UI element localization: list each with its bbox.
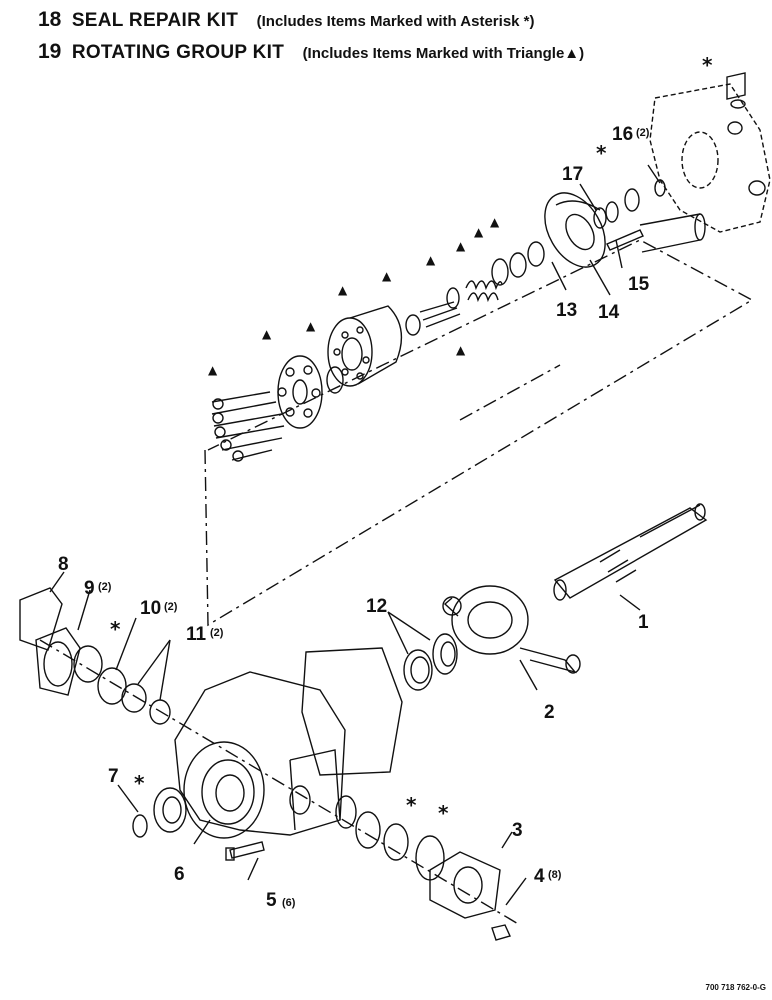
quantity-9: (2) — [98, 581, 112, 593]
triangle-marker-bushing: ▲ — [306, 319, 316, 333]
callout-12: 12 — [366, 596, 387, 617]
cylinder-block — [327, 305, 403, 387]
pins — [606, 213, 706, 253]
centerline-lower — [39, 639, 521, 926]
kit-19-name: ROTATING GROUP KIT — [71, 42, 285, 63]
kit-18-number: 18 — [38, 8, 62, 31]
drawing-code: 700 718 762-0-G — [705, 983, 767, 992]
quantity-11: (2) — [210, 627, 224, 639]
rotating-group-kit-line: 19 ROTATING GROUP KIT (Includes Items Ma… — [38, 40, 584, 64]
callout-9: 9 — [84, 578, 95, 599]
housing-gasket — [301, 647, 403, 776]
callout-3: 3 — [512, 820, 523, 841]
quantity-10: (2) — [164, 601, 178, 613]
triangle-marker-lower-washer: ▲ — [456, 343, 466, 357]
end-plate-bore — [453, 866, 483, 904]
callout-7: 7 — [108, 766, 119, 787]
rear-bearing-seals — [335, 795, 445, 881]
quantity-5: (6) — [282, 897, 296, 909]
asterisk-marker-gasket: * — [406, 793, 417, 817]
piston-bundle — [211, 391, 285, 462]
kit-18-name: SEAL REPAIR KIT — [71, 10, 239, 31]
callout-11: 11 — [186, 624, 207, 645]
leader-lines — [49, 164, 661, 906]
triangle-marker-pistons: ▲ — [208, 363, 218, 377]
swashplate-cradle — [442, 585, 581, 674]
asterisk-marker-bearing: * — [134, 771, 145, 795]
asterisk-marker-rear-seal: * — [438, 801, 449, 825]
quantity-4: (8) — [548, 869, 562, 881]
pump-housing — [174, 671, 346, 839]
kit-19-number: 19 — [38, 40, 62, 63]
asterisk-marker-seal: * — [596, 141, 607, 165]
triangle-marker-pin: ▲ — [382, 269, 392, 283]
callout-1: 1 — [638, 612, 649, 633]
rear-cover — [649, 72, 771, 233]
triangle-marker-block: ▲ — [338, 283, 348, 297]
callout-4: 4 — [534, 866, 545, 887]
kit-19-note: (Includes Items Marked with Triangle▲) — [302, 45, 585, 62]
triangle-marker-washer: ▲ — [426, 253, 436, 267]
mounting-screw — [491, 924, 511, 941]
callout-8: 8 — [58, 554, 69, 575]
callout-5: 5 — [266, 890, 277, 911]
quantity-16: (2) — [636, 127, 650, 139]
callout-6: 6 — [174, 864, 185, 885]
front-bearing — [132, 787, 187, 838]
callout-16: 16 — [612, 124, 633, 145]
triangle-marker-ring: ▲ — [474, 225, 484, 239]
bearing-cup-cone — [403, 633, 458, 691]
kit-18-note: (Includes Items Marked with Asterisk *) — [256, 13, 535, 30]
triangle-marker-spring: ▲ — [456, 239, 466, 253]
seal-repair-kit-line: 18 SEAL REPAIR KIT (Includes Items Marke… — [38, 8, 535, 32]
drive-shaft — [553, 503, 708, 601]
front-cover-plate — [19, 587, 171, 725]
cap-screw — [225, 841, 265, 861]
callout-17: 17 — [562, 164, 583, 185]
callout-14: 14 — [598, 302, 620, 323]
callout-10: 10 — [140, 598, 161, 619]
end-plate — [429, 851, 501, 919]
triangle-marker-retainer: ▲ — [262, 327, 272, 341]
seal-rings-upper — [527, 179, 666, 267]
retainer-plate — [277, 355, 323, 429]
triangle-marker-retaining-ring: ▲ — [490, 215, 500, 229]
centerline-upper-rear — [459, 364, 561, 421]
asterisk-marker-cover: * — [702, 53, 713, 77]
callout-13: 13 — [556, 300, 577, 321]
spring-assembly — [405, 252, 527, 336]
asterisk-marker-oring: * — [110, 617, 121, 641]
assembly-centerline — [204, 239, 754, 627]
callout-2: 2 — [544, 702, 555, 723]
valve-plate — [544, 192, 606, 268]
callout-15: 15 — [628, 274, 650, 295]
spline-bushing — [326, 366, 344, 394]
